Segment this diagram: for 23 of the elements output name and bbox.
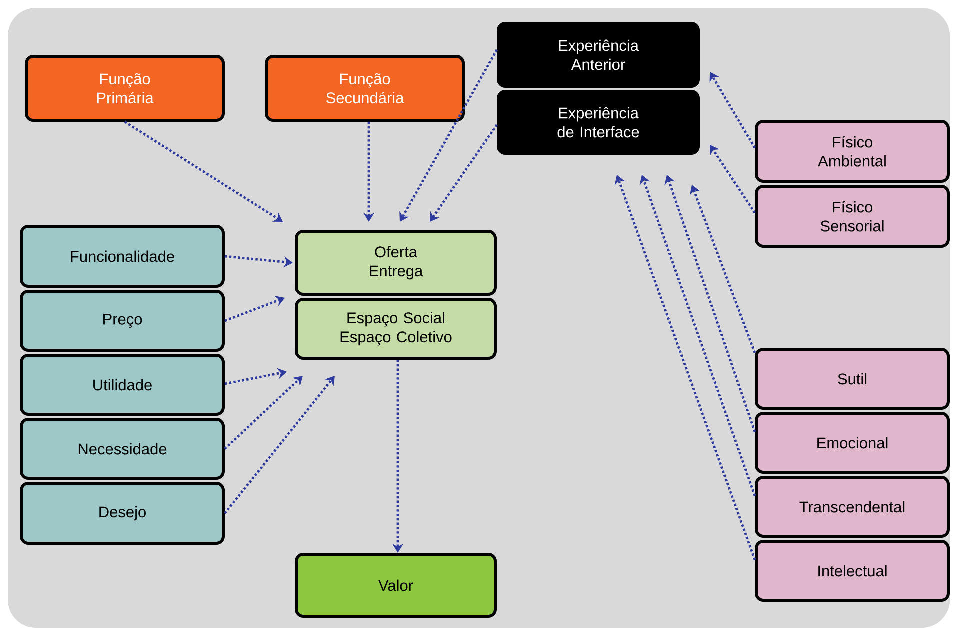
arrow xyxy=(224,376,303,450)
experience-box: Experiência de Interface xyxy=(497,90,700,155)
experience-box: Experiência Anterior xyxy=(497,22,700,88)
arrow xyxy=(224,376,335,514)
offer-box: Espaço Social Espaço Coletivo xyxy=(295,298,497,360)
arrow xyxy=(710,145,756,214)
value-box: Valor xyxy=(295,553,497,618)
attribute-box: Funcionalidade xyxy=(20,225,225,288)
attribute-box: Necessidade xyxy=(20,418,225,480)
attribute-box: Preço xyxy=(20,290,225,352)
factor-box: Emocional xyxy=(755,412,950,474)
offer-box: Oferta Entrega xyxy=(295,230,497,296)
arrow xyxy=(124,120,283,222)
arrow xyxy=(430,124,498,222)
factor-box: Intelectual xyxy=(755,540,950,602)
function-box: Função Secundária xyxy=(265,55,465,122)
factor-box: Transcendental xyxy=(755,476,950,538)
factor-box: Físico Ambiental xyxy=(755,120,950,183)
attribute-box: Desejo xyxy=(20,482,225,545)
function-box: Função Primária xyxy=(25,55,225,122)
factor-box: Físico Sensorial xyxy=(755,185,950,248)
factor-box: Sutil xyxy=(755,348,950,410)
attribute-box: Utilidade xyxy=(20,354,225,416)
